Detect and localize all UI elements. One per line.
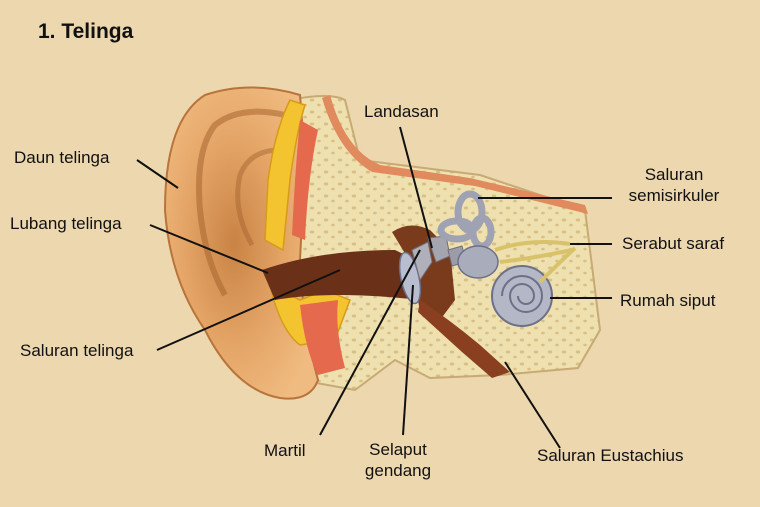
skin-layer-top — [322, 95, 588, 214]
label-lubang-telinga: Lubang telinga — [10, 214, 122, 233]
pinna-inner-fold — [235, 147, 281, 247]
leader-lines — [136, 126, 612, 449]
page-title: 1. Telinga — [38, 20, 134, 43]
leader-daun-telinga — [136, 159, 179, 189]
semicircular-canals — [437, 190, 495, 250]
pinna-helix-fold — [196, 108, 286, 297]
nerve-fibers — [494, 240, 577, 284]
leader-lubang-telinga — [149, 224, 269, 274]
leader-saluran-eustachius — [504, 361, 561, 449]
leader-selaput-gendang — [402, 284, 414, 436]
vestibule — [457, 245, 499, 279]
label-saluran-semisirkuler-line1: Saluran — [644, 165, 704, 184]
label-martil: Martil — [264, 441, 306, 460]
label-saluran-telinga: Saluran telinga — [20, 341, 134, 360]
cochlea — [491, 265, 553, 327]
leader-landasan — [399, 126, 433, 249]
label-selaput-gendang: Selaput gendang — [355, 439, 441, 481]
ossicle-hammer — [411, 241, 433, 282]
label-selaput-gendang-line1: Selaput — [369, 440, 427, 459]
leader-martil — [319, 249, 421, 436]
label-selaput-gendang-line2: gendang — [364, 461, 432, 480]
label-serabut-saraf: Serabut saraf — [622, 234, 725, 253]
muscle-lower — [300, 300, 345, 375]
muscle-upper — [292, 120, 318, 240]
label-saluran-eustachius: Saluran Eustachius — [537, 446, 684, 465]
label-daun-telinga: Daun telinga — [14, 148, 110, 167]
label-saluran-semisirkuler: Saluran semisirkuler — [618, 164, 730, 206]
label-landasan: Landasan — [364, 102, 439, 121]
leader-saluran-telinga — [156, 269, 341, 351]
eustachian-tube — [418, 300, 510, 378]
label-saluran-semisirkuler-line2: semisirkuler — [628, 186, 720, 205]
label-rumah-siput: Rumah siput — [620, 291, 716, 310]
